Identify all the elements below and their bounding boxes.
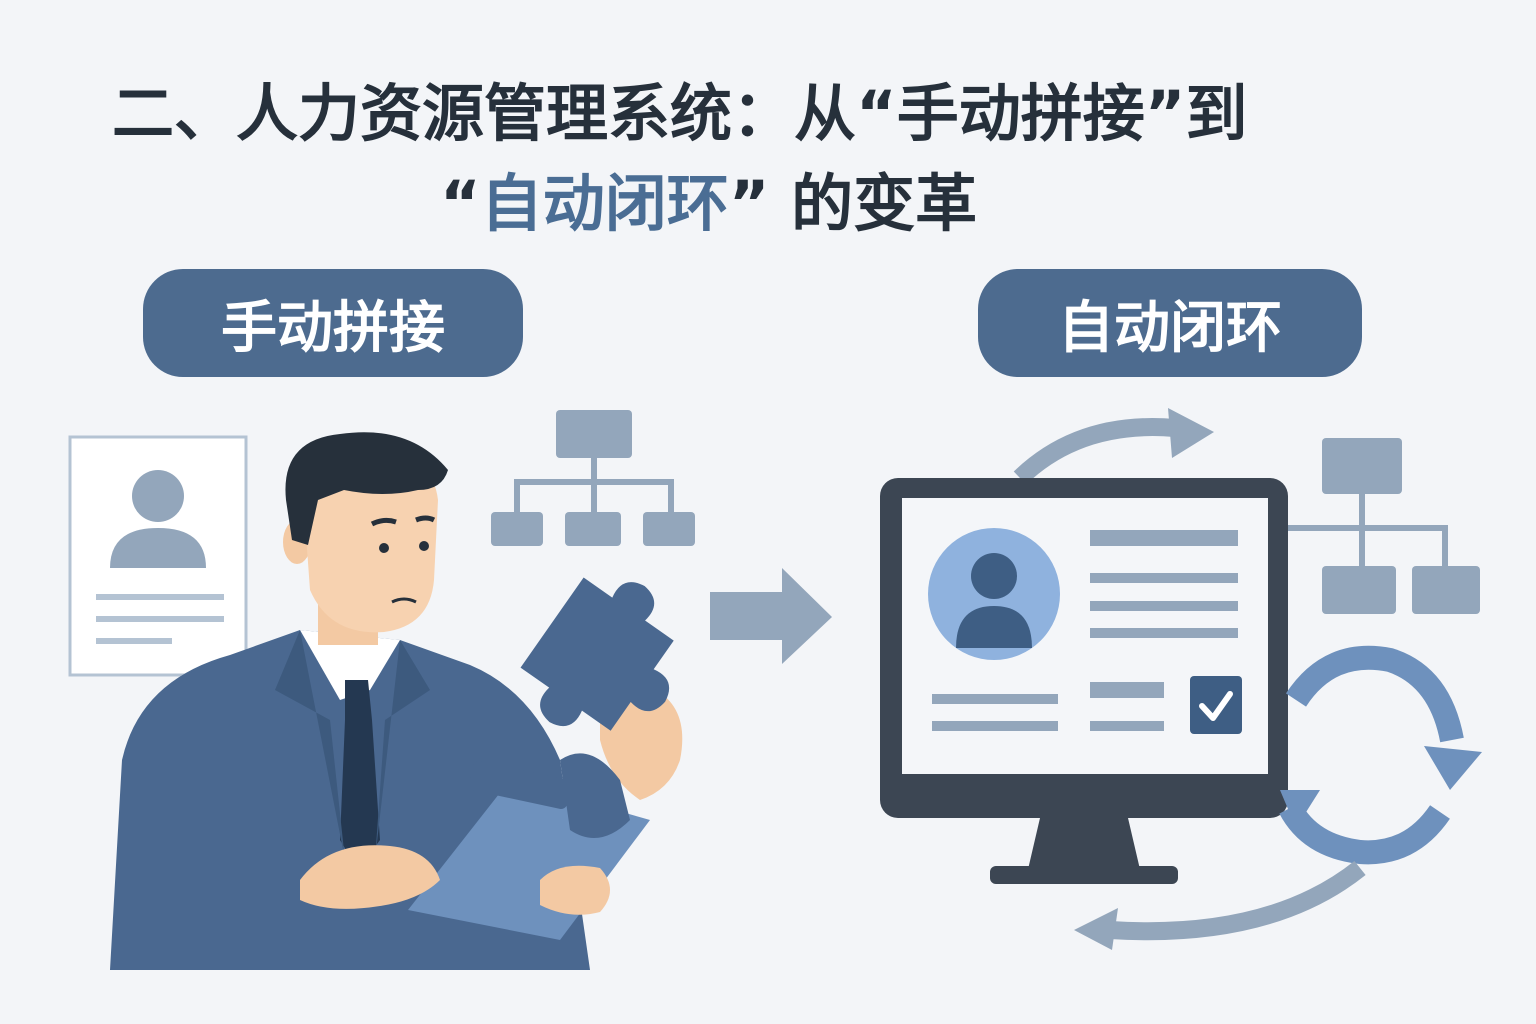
- org-chart-right-icon: [1280, 438, 1480, 614]
- title-line-1: 二、人力资源管理系统：从“手动拼接”到: [112, 77, 1248, 150]
- org-chart-icon: [491, 410, 695, 546]
- label-auto-closed-loop: 自动闭环: [978, 269, 1362, 377]
- title-quote-open: “: [440, 167, 481, 240]
- title-line-2: “自动闭环” 的变革: [440, 156, 977, 252]
- title-line-2-rest: ” 的变革: [728, 167, 978, 240]
- puzzle-piece-icon: [520, 577, 674, 731]
- cycle-arrows-icon: [1279, 645, 1482, 865]
- curved-arrow-top-icon: [1013, 408, 1214, 485]
- arrow-right-icon: [710, 568, 832, 664]
- monitor-icon: [880, 478, 1288, 884]
- resume-icon: [68, 435, 248, 677]
- title-highlight: 自动闭环: [480, 167, 729, 240]
- checkbox-icon: [1190, 676, 1242, 734]
- person-illustration: [110, 432, 683, 970]
- label-manual-stitching: 手动拼接: [143, 269, 523, 377]
- curved-arrow-bottom-icon: [1074, 860, 1366, 950]
